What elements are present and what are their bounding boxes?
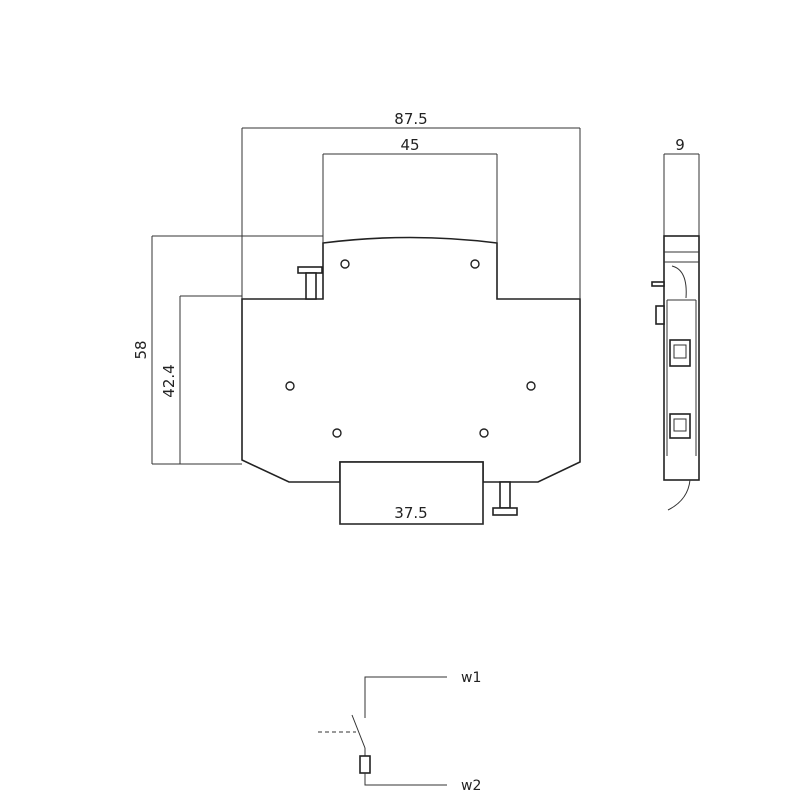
side-window-upper [669,339,691,367]
dim-side-depth: 9 [675,136,685,154]
bottom-tab [339,461,484,525]
contact-schematic [318,676,447,786]
upper-pin [297,266,323,300]
dim-overall-height: 58 [132,340,150,359]
terminal-w2: w2 [461,778,481,794]
dimension-lines [151,127,581,525]
side-view [651,153,700,511]
mounting-hole [285,381,295,391]
terminal-w1: w1 [461,670,481,686]
front-body-outline [241,236,581,483]
mounting-hole [470,259,480,269]
mounting-hole [332,428,342,438]
mounting-hole [340,259,350,269]
mounting-hole [479,428,489,438]
lower-pin [492,481,518,516]
mounting-hole [526,381,536,391]
dim-overall-width: 87.5 [394,110,427,128]
side-window-lower [669,413,691,439]
dim-top-width: 45 [400,136,419,154]
contact-resistor [359,755,371,774]
dim-body-height: 42.4 [160,364,178,397]
dim-bottom-width: 37.5 [394,504,427,522]
front-view [241,236,581,525]
